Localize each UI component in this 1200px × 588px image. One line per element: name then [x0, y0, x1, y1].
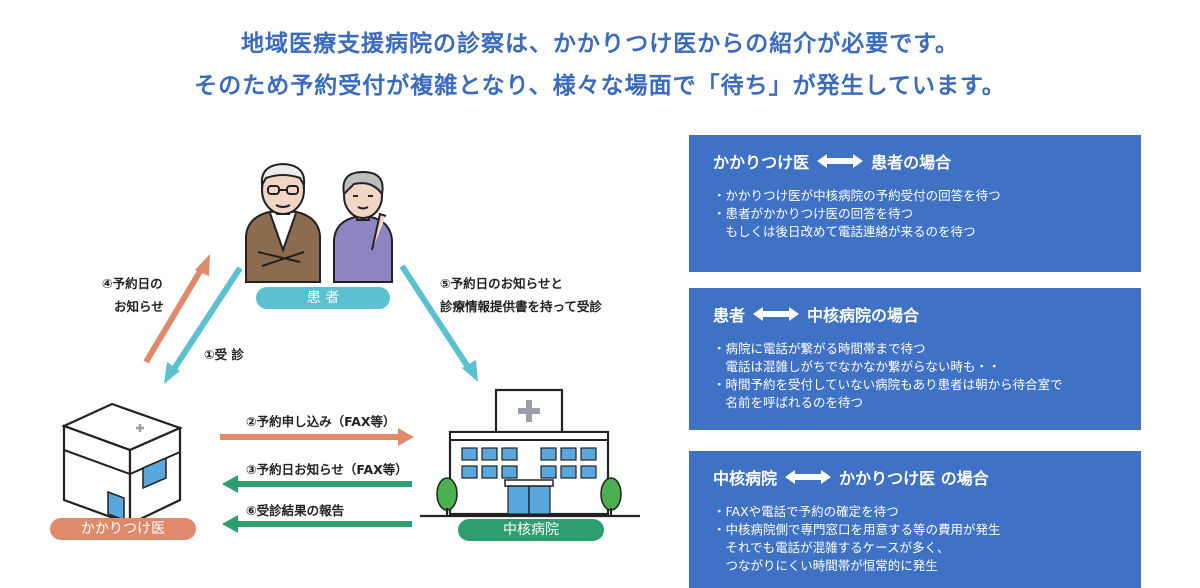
panel-line: もしくは後日改めて電話連絡が来るのを待つ — [713, 224, 976, 239]
panel-lines: ・FAXや電話で予約の確定を待つ ・中核病院側で専門窓口を用意する等の費用が発生… — [713, 503, 1141, 575]
clinic-building-icon — [61, 402, 183, 526]
step5-label-line1: ⑤予約日のお知らせと — [440, 276, 563, 291]
panel-title: 中核病院 かかりつけ医 の場合 — [713, 465, 1141, 489]
panel-title: かかりつけ医 患者の場合 — [713, 149, 1141, 173]
headline-line-1: 地域医療支援病院の診察は、かかりつけ医からの紹介が必要です。 — [241, 31, 959, 57]
panel-title-right: かかりつけ医 の場合 — [839, 469, 989, 488]
arrow-step4-notify — [143, 254, 210, 364]
arrow-step5-visit-hospital — [399, 264, 478, 382]
panel-hospital-clinic: 中核病院 かかりつけ医 の場合 ・FAXや電話で予約の確定を待つ ・中核病院側で… — [689, 451, 1141, 588]
elderly-man-icon — [245, 162, 321, 283]
step3-label: ③予約日お知らせ（FAX等） — [246, 462, 408, 477]
panel-lines: ・かかりつけ医が中核病院の予約受付の回答を待つ ・患者がかかりつけ医の回答を待つ… — [713, 187, 1141, 241]
panel-title-left: 中核病院 — [713, 469, 778, 488]
arrow-step3-date-notice — [222, 475, 412, 493]
step5-label-line2: 診療情報提供書を持って受診 — [440, 299, 602, 314]
panel-lines: ・病院に電話が繋がる時間帯まで待つ 電話は混雑しがちでなかなか繋がらない時も・・… — [713, 340, 1141, 412]
panel-line: 名前を呼ばれるのを待つ — [713, 395, 864, 410]
panel-line: それでも電話が混雑するケースが多く、 — [713, 540, 950, 555]
hospital-label: 中核病院 — [458, 519, 604, 541]
clinic-label: かかりつけ医 — [50, 518, 196, 540]
panel-clinic-patient: かかりつけ医 患者の場合 ・かかりつけ医が中核病院の予約受付の回答を待つ ・患者… — [689, 135, 1141, 272]
step4-label-line2: お知らせ — [114, 299, 164, 314]
panel-line: ・時間予約を受付していない病院もあり患者は朝から待合室で — [713, 377, 1063, 392]
hospital-building-icon — [420, 388, 640, 518]
headline-line-2: そのため予約受付が複雑となり、様々な場面で「待ち」が発生しています。 — [194, 73, 1006, 99]
panel-title-right: 中核病院の場合 — [807, 306, 920, 325]
panel-title-left: かかりつけ医 — [713, 153, 810, 172]
panel-line: ・患者がかかりつけ医の回答を待つ — [713, 206, 914, 221]
arrow-step2-reservation-request — [220, 428, 414, 446]
patient-label: 患 者 — [256, 287, 390, 309]
panel-title: 患者 中核病院の場合 — [713, 302, 1141, 326]
arrow-step1-visit — [164, 266, 243, 384]
double-arrow-icon — [753, 307, 800, 321]
step4-label-line1: ④予約日の — [102, 276, 163, 291]
panel-line: 電話は混雑しがちでなかなか繋がらない時も・・ — [713, 359, 1001, 374]
double-arrow-icon — [785, 470, 832, 484]
panel-title-right: 患者の場合 — [871, 153, 952, 172]
panel-line: ・中核病院側で専門窓口を用意する等の費用が発生 — [713, 522, 1001, 537]
step6-label: ⑥受診結果の報告 — [246, 503, 345, 518]
panel-line: ・病院に電話が繋がる時間帯まで待つ — [713, 341, 926, 356]
elderly-woman-icon — [333, 170, 393, 283]
step2-label: ②予約申し込み（FAX等） — [246, 414, 396, 429]
step1-label: ①受 診 — [204, 347, 244, 362]
panel-line: ・FAXや電話で予約の確定を待つ — [713, 504, 899, 519]
panel-title-left: 患者 — [713, 306, 746, 325]
arrow-step6-result-report — [222, 515, 412, 533]
panel-line: ・かかりつけ医が中核病院の予約受付の回答を待つ — [713, 188, 1001, 203]
panel-patient-hospital: 患者 中核病院の場合 ・病院に電話が繋がる時間帯まで待つ 電話は混雑しがちでなか… — [689, 288, 1141, 430]
patient-illustration — [245, 162, 393, 283]
panel-line: つながりにくい時間帯が恒常的に発生 — [713, 558, 938, 573]
double-arrow-icon — [817, 154, 864, 168]
